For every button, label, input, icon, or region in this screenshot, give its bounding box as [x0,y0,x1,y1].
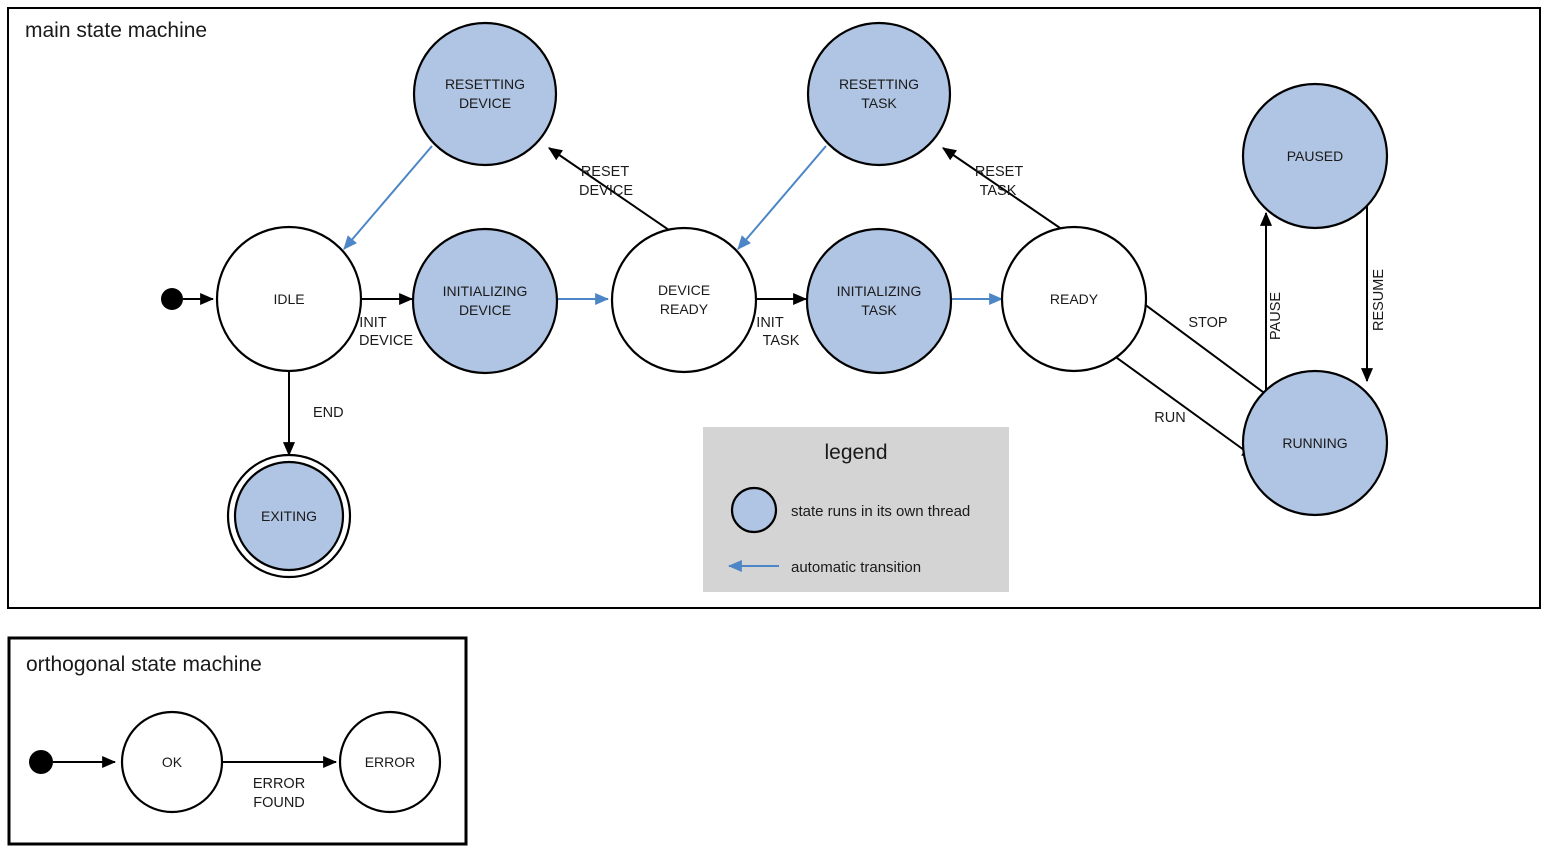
main-state-machine-title: main state machine [25,19,207,42]
edge-resetting-task-auto [737,145,827,250]
legend-title: legend [824,441,887,464]
edge-label-reset-task-line1: RESET [975,164,1023,180]
edge-running-stop [1123,288,1268,396]
legend: legend state runs in its own thread auto… [703,427,1009,592]
state-resetting-task[interactable]: RESETTING TASK [806,21,952,167]
initial-pseudostate-dot [161,288,183,310]
edge-label-idle-init-device-line2: DEVICE [359,333,413,349]
state-resetting-device-label-line1: RESETTING [445,76,525,92]
state-running[interactable]: RUNNING [1241,369,1389,517]
state-initializing-task-shape[interactable] [805,227,953,375]
edge-label-reset-device-line1: RESET [581,164,629,180]
state-initializing-device-shape[interactable] [411,227,559,375]
edge-label-error-found-line2: FOUND [253,795,305,811]
orthogonal-state-machine-container: orthogonal state machine ERROR FOUND OK … [7,636,468,846]
state-paused[interactable]: PAUSED [1241,82,1389,230]
legend-automatic-transition-text: automatic transition [791,559,921,576]
edge-label-error-found-line1: ERROR [253,776,305,792]
edge-label-end: END [313,405,344,421]
state-ok-label: OK [162,754,183,770]
state-resetting-device-label-line2: DEVICE [459,95,511,111]
state-initializing-task-label-line1: INITIALIZING [837,283,922,299]
state-resetting-device[interactable]: RESETTING DEVICE [412,21,558,167]
state-ready[interactable]: READY [1000,225,1148,373]
state-ok-shape[interactable] [120,710,224,814]
state-error-shape[interactable] [338,710,442,814]
state-device-ready-label-line2: READY [660,301,709,317]
state-paused-shape[interactable] [1241,82,1389,230]
edge-ready-run [1105,349,1256,459]
edge-label-reset-task-line2: TASK [980,183,1017,199]
state-initializing-task-label-line2: TASK [861,302,897,318]
state-error[interactable]: ERROR [338,710,442,814]
state-initializing-task[interactable]: INITIALIZING TASK [805,227,953,375]
state-resetting-task-label-line1: RESETTING [839,76,919,92]
state-ok[interactable]: OK [120,710,224,814]
edge-label-reset-device-line2: DEVICE [579,183,633,199]
state-running-shape[interactable] [1241,369,1389,517]
edge-label-idle-init-device-line1: INIT [359,315,387,331]
state-device-ready[interactable]: DEVICE READY [610,226,758,374]
state-ready-label: READY [1050,291,1099,307]
state-resetting-task-label-line2: TASK [861,95,897,111]
state-resetting-task-shape[interactable] [806,21,952,167]
edge-label-run: RUN [1154,410,1185,426]
state-idle[interactable]: IDLE [215,225,363,373]
edge-label-pause: PAUSE [1268,292,1284,340]
state-idle-label: IDLE [273,291,304,307]
edge-label-resume: RESUME [1371,269,1387,331]
state-exiting-label: EXITING [261,508,317,524]
state-initializing-device-label-line1: INITIALIZING [443,283,528,299]
orthogonal-state-machine-title: orthogonal state machine [26,653,262,676]
main-transitions-layer: INIT DEVICE RESET DEVICE INIT TASK RESET… [161,145,1387,459]
state-device-ready-shape[interactable] [610,226,758,374]
state-initializing-device[interactable]: INITIALIZING DEVICE [411,227,559,375]
state-idle-shape[interactable] [215,225,363,373]
state-exiting[interactable]: EXITING [226,453,352,579]
state-error-label: ERROR [365,754,416,770]
edge-label-init-task-line1: INIT [756,315,784,331]
state-ready-shape[interactable] [1000,225,1148,373]
orthogonal-initial-pseudostate-dot [29,750,53,774]
edge-resetting-device-auto [343,145,433,250]
state-resetting-device-shape[interactable] [412,21,558,167]
edge-label-stop: STOP [1188,315,1227,331]
state-device-ready-label-line1: DEVICE [658,282,710,298]
state-initializing-device-label-line2: DEVICE [459,302,511,318]
legend-thread-state-swatch [730,486,778,534]
state-running-label: RUNNING [1282,435,1347,451]
main-states-layer: IDLE RESETTING DEVICE INITIALIZING DEVIC… [215,21,1389,579]
state-paused-label: PAUSED [1287,148,1344,164]
legend-thread-state-text: state runs in its own thread [791,503,970,520]
state-exiting-shape[interactable] [233,460,345,572]
edge-label-init-task-line2: TASK [763,333,800,349]
